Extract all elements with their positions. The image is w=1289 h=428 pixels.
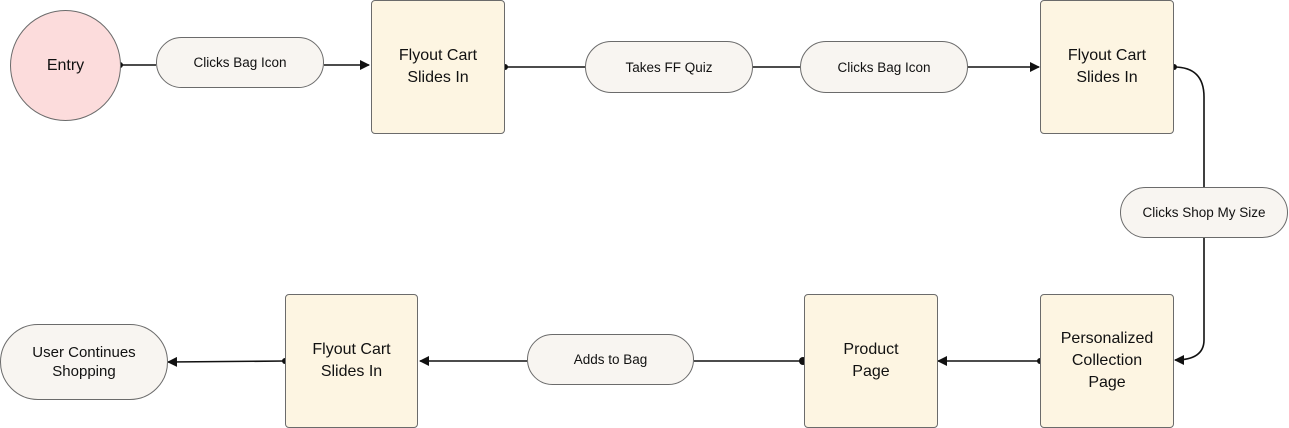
action-adds-to-bag: Adds to Bag xyxy=(527,334,694,385)
step-label: Personalized Collection Page xyxy=(1060,330,1154,391)
action-label: Clicks Bag Icon xyxy=(837,59,931,75)
step-product-page: Product Page xyxy=(804,294,938,428)
step-label: Product Page xyxy=(843,341,899,380)
action-clicks-bag-icon-2: Clicks Bag Icon xyxy=(800,41,968,93)
step-flyout-cart-2: Flyout Cart Slides In xyxy=(1040,0,1174,134)
edge-flyout-2-to-shop-my-size xyxy=(1173,66,1205,187)
action-label: Clicks Bag Icon xyxy=(193,55,287,70)
end-user-continues-shopping: User Continues Shopping xyxy=(0,324,168,400)
step-flyout-cart-3: Flyout Cart Slides In xyxy=(285,294,418,428)
action-clicks-bag-icon-1: Clicks Bag Icon xyxy=(156,37,324,88)
step-label: Flyout Cart Slides In xyxy=(312,341,391,380)
step-label: Flyout Cart Slides In xyxy=(1067,47,1147,86)
action-takes-ff-quiz: Takes FF Quiz xyxy=(585,41,753,93)
action-label: Adds to Bag xyxy=(573,352,648,367)
edge-shop-my-size-to-collection xyxy=(1174,238,1205,365)
action-label: Clicks Shop My Size xyxy=(1142,205,1266,220)
step-personalized-collection-page: Personalized Collection Page xyxy=(1040,294,1174,428)
end-label: User Continues Shopping xyxy=(32,344,136,380)
step-label: Flyout Cart Slides In xyxy=(398,47,478,86)
entry-node: Entry xyxy=(10,10,121,121)
edge-flyout-3-to-end xyxy=(167,356,286,367)
action-clicks-shop-my-size: Clicks Shop My Size xyxy=(1120,187,1288,238)
action-label: Takes FF Quiz xyxy=(625,59,713,75)
step-flyout-cart-1: Flyout Cart Slides In xyxy=(371,0,505,134)
entry-label: Entry xyxy=(46,56,85,74)
